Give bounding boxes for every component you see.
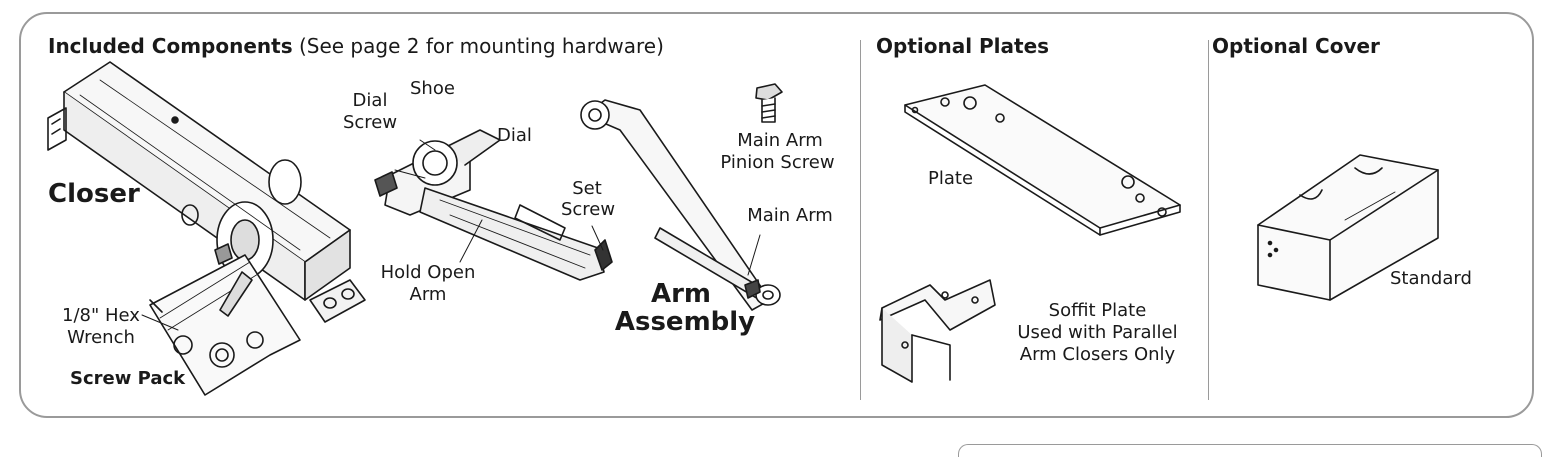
header-optional-cover: Optional Cover — [1212, 34, 1380, 58]
label-shoe: Shoe — [410, 78, 455, 99]
label-soffit-plate-2: Used with Parallel — [1017, 322, 1178, 343]
label-standard: Standard — [1390, 268, 1472, 289]
divider-cover — [1208, 40, 1209, 400]
label-plate: Plate — [928, 168, 974, 189]
pinion-screw-icon — [755, 83, 783, 123]
included-title: Included Components — [48, 34, 293, 58]
hold-open-arm-icon — [374, 129, 613, 281]
divider-plates — [860, 40, 861, 400]
label-dial-screw-2: Screw — [342, 112, 398, 133]
plate-icon — [904, 84, 1181, 236]
label-hold-open-1: Hold Open — [380, 262, 476, 283]
label-arm-assembly-1: Arm — [650, 279, 712, 309]
label-dial-screw-1: Dial — [352, 90, 388, 111]
label-pinion-screw-2: Pinion Screw — [720, 152, 835, 173]
label-pinion-screw-1: Main Arm — [737, 130, 823, 151]
label-set-screw-1: Set — [572, 178, 602, 199]
label-soffit-plate-1: Soffit Plate — [1048, 300, 1147, 321]
standard-cover-icon — [1257, 154, 1439, 301]
header-included-components: Included Components (See page 2 for moun… — [48, 34, 664, 58]
screw-pack-icon — [149, 254, 301, 396]
label-dial: Dial — [497, 125, 532, 146]
label-main-arm: Main Arm — [747, 205, 833, 226]
included-note: (See page 2 for mounting hardware) — [298, 34, 664, 58]
label-set-screw-2: Screw — [560, 199, 616, 220]
arm-assembly-icon — [580, 99, 781, 311]
closer-icon — [47, 61, 366, 323]
header-optional-plates: Optional Plates — [876, 34, 1050, 58]
label-closer: Closer — [48, 179, 140, 209]
label-screw-pack: Screw Pack — [70, 368, 186, 389]
soffit-plate-icon — [879, 279, 996, 383]
label-arm-assembly-2: Assembly — [614, 307, 756, 337]
label-hex-wrench-1: 1/8" Hex — [62, 305, 140, 326]
components-frame — [19, 12, 1534, 418]
label-hex-wrench-2: Wrench — [67, 327, 135, 348]
label-hold-open-2: Arm — [409, 284, 447, 305]
label-soffit-plate-3: Arm Closers Only — [1019, 344, 1176, 365]
